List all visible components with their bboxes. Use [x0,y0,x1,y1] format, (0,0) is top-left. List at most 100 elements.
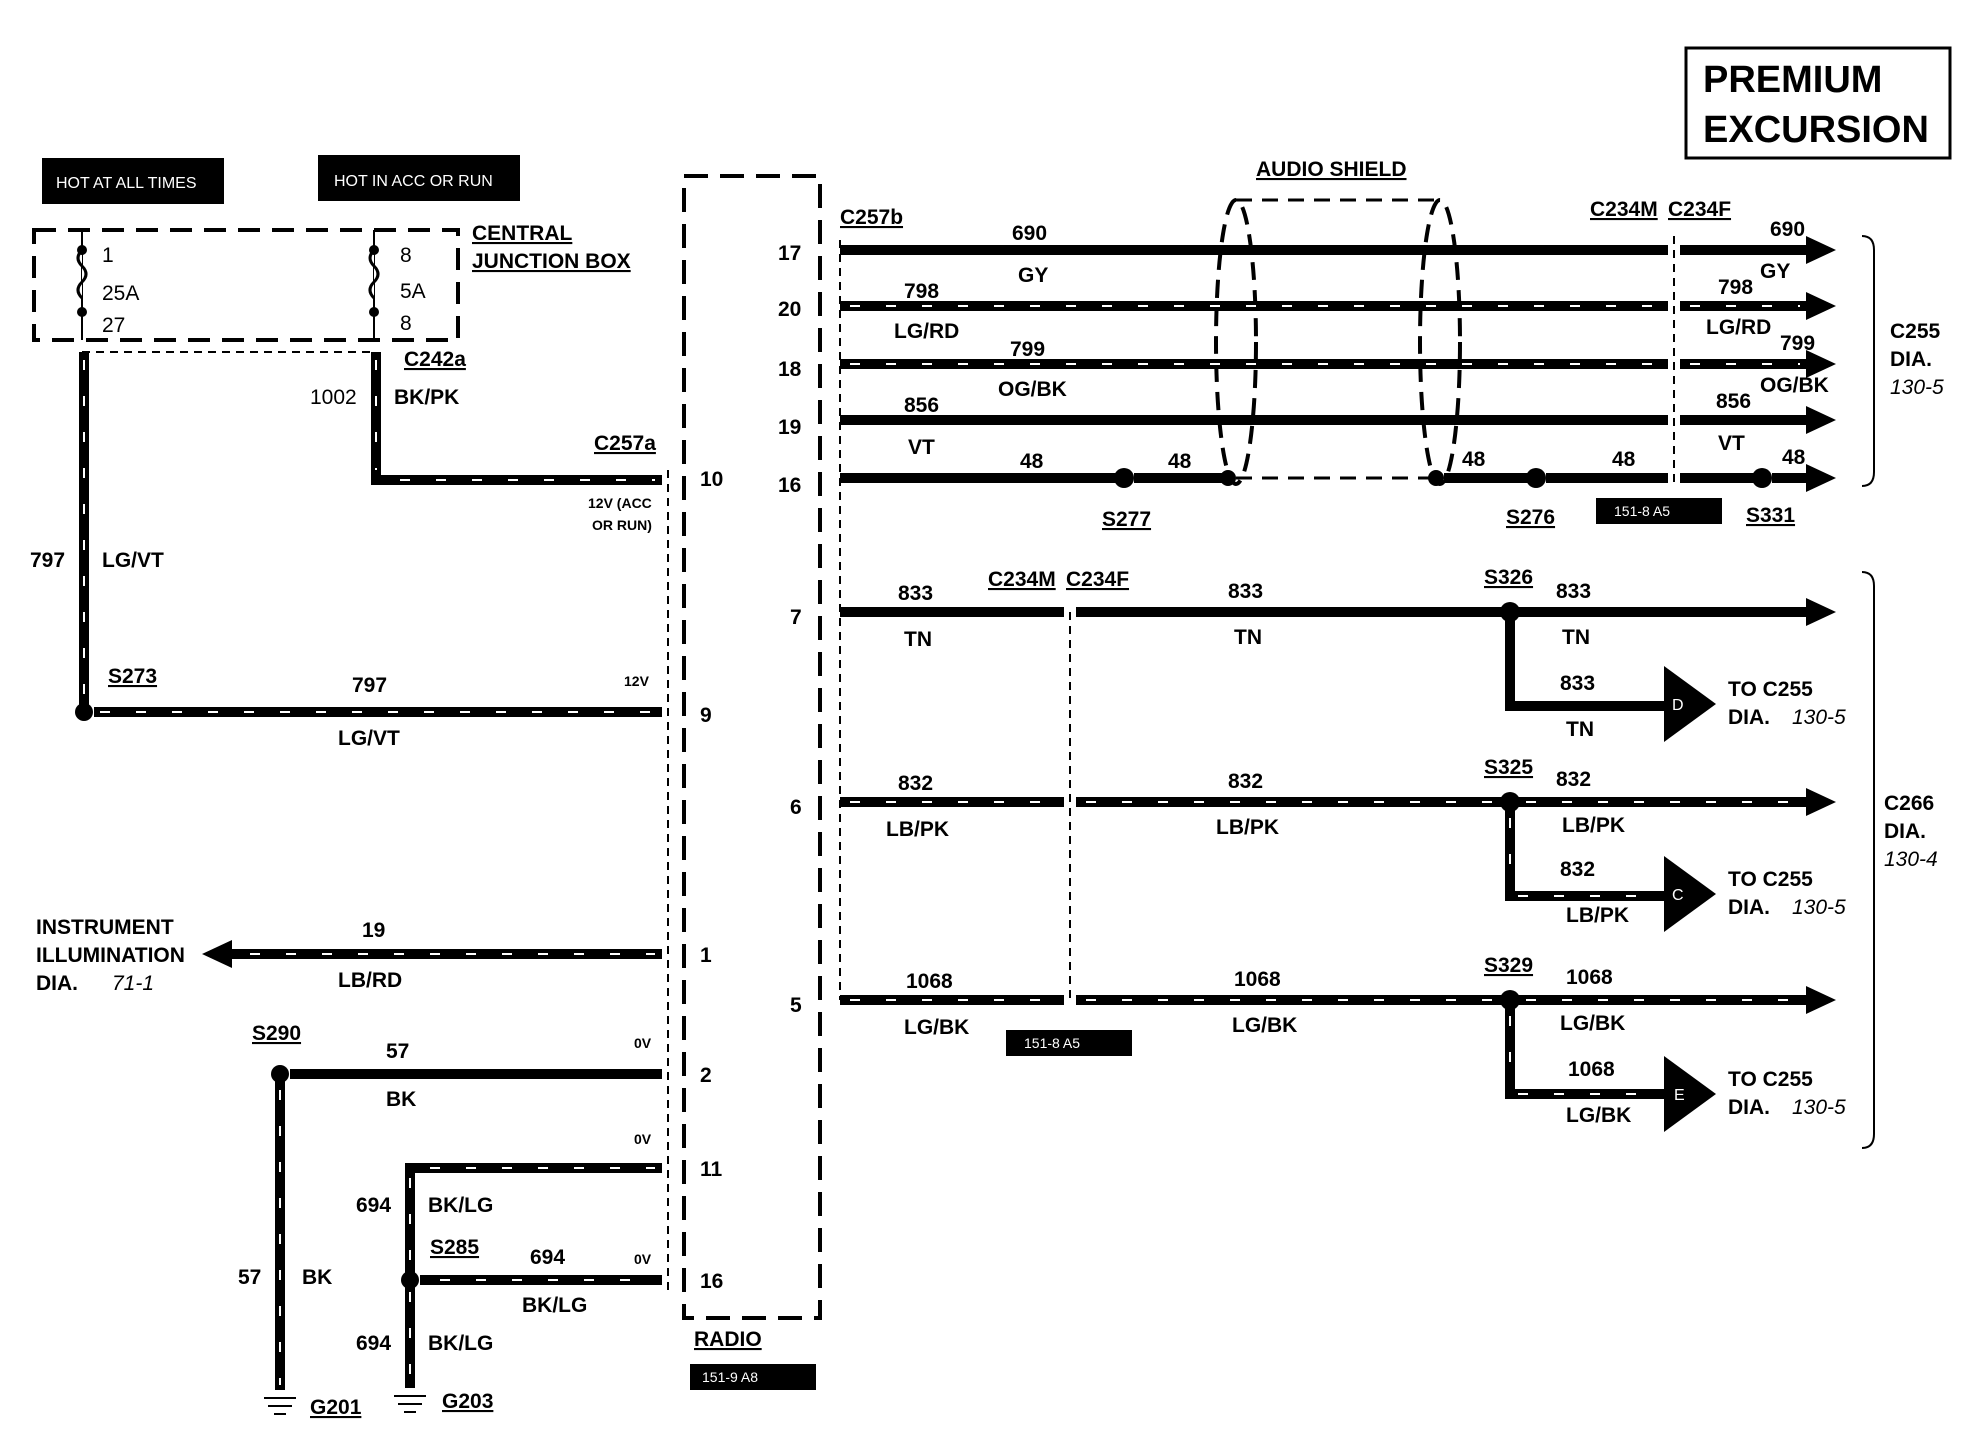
connector-c257b: C257b [840,206,903,229]
wire-48-num-2: 48 [1168,450,1192,473]
radio-pin-left-9: 9 [700,704,712,727]
wire-832-color-1: LB/PK [886,818,949,841]
wire-694-num-a: 694 [356,1194,391,1217]
c255-ref: 130-5 [1890,376,1944,399]
wire-57-num-v: 57 [238,1266,261,1289]
radio-pin-right-18: 18 [778,358,802,381]
c266-name: C266 [1884,792,1934,815]
wire-833-num-1: 833 [898,582,933,605]
ground-g201: G201 [310,1396,362,1419]
fuse2-pin-top: 8 [400,244,412,267]
wire-798 [840,292,1836,320]
audio-shield [1214,198,1462,486]
radio-pin-left-2: 2 [700,1064,712,1087]
splice-s285: S285 [430,1236,479,1259]
fuse2-rating: 5A [400,280,426,303]
voltage-0v-a: 0V [634,1035,652,1051]
illumination-line-3: DIA. [36,972,78,995]
to-d-line2: DIA. [1728,706,1770,729]
to-c-line1: TO C255 [1728,868,1813,891]
wire-799-color-r: OG/BK [1760,374,1829,397]
audio-shield-label: AUDIO SHIELD [1256,158,1407,181]
wire-1002 [371,352,662,485]
wire-799-num-r: 799 [1780,332,1815,355]
voltage-acc-run-2: OR RUN) [592,517,652,533]
hot-in-acc-or-run-label: HOT IN ACC OR RUN [334,173,493,190]
wire-1068-num-3: 1068 [1566,966,1613,989]
voltage-acc-run-1: 12V (ACC [588,495,652,511]
wire-48-num-4: 48 [1612,448,1636,471]
fuse1-pin-bottom: 27 [102,314,125,337]
to-e-letter: E [1674,1087,1685,1104]
fuse2-pin-bottom: 8 [400,312,412,335]
wire-690-num: 690 [1012,222,1047,245]
c266-ref: 130-4 [1884,848,1938,871]
wire-694 [401,1163,662,1388]
ref-box-a5-bottom: 151-8 A5 [1006,1030,1132,1056]
ref-a5-bottom: 151-8 A5 [1024,1035,1080,1051]
wire-1002-num: 1002 [310,386,357,409]
wire-833: D [840,598,1836,742]
wire-856-num: 856 [904,394,939,417]
wire-1068-num-4: 1068 [1568,1058,1615,1081]
wire-832-color-2: LB/PK [1216,816,1279,839]
radio-pin-right-17: 17 [778,242,801,265]
splice-s331: S331 [1746,504,1795,527]
wire-799-num: 799 [1010,338,1045,361]
wire-57-color-v: BK [302,1266,332,1289]
wire-690-color: GY [1018,264,1048,287]
wire-833-num-4: 833 [1560,672,1595,695]
illumination-ref: 71-1 [112,972,154,995]
wire-832-num-3: 832 [1556,768,1591,791]
wire-832-color-3: LB/PK [1562,814,1625,837]
to-d-ref: 130-5 [1792,706,1846,729]
to-e-line1: TO C255 [1728,1068,1813,1091]
wire-690 [840,236,1836,264]
radio-pin-right-19: 19 [778,416,801,439]
c255-bracket [1861,235,1875,487]
central-junction-box: 1 25A 27 8 5A 8 [32,228,460,353]
wire-694-color-c: BK/LG [428,1332,493,1355]
illumination-line-2: ILLUMINATION [36,944,185,967]
splice-s273: S273 [108,665,157,688]
power-header-all-times: HOT AT ALL TIMES [42,158,224,204]
splice-s277: S277 [1102,508,1151,531]
wire-798-num-r: 798 [1718,276,1753,299]
wire-19 [202,940,662,968]
wire-1068-num-2: 1068 [1234,968,1281,991]
title-line-1: PREMIUM [1703,59,1882,101]
wire-57-color-h: BK [386,1088,416,1111]
radio-pin-right-5: 5 [790,994,802,1017]
fuse1-pin-top: 1 [102,244,114,267]
splice-s290: S290 [252,1022,301,1045]
wire-833-color-1: TN [904,628,932,651]
to-e-ref: 130-5 [1792,1096,1846,1119]
wire-797-num-h: 797 [352,674,387,697]
ground-g201-icon [264,1397,296,1415]
wire-48-num-3: 48 [1462,448,1486,471]
wire-856-color-r: VT [1718,432,1745,455]
wire-798-num: 798 [904,280,939,303]
voltage-12v: 12V [624,673,650,689]
splice-s325: S325 [1484,756,1533,779]
radio-pin-right-20: 20 [778,298,801,321]
wire-694-color-b: BK/LG [522,1294,587,1317]
wire-832-num-2: 832 [1228,770,1263,793]
radio-pin-left-16: 16 [700,1270,723,1293]
fuse1-rating: 25A [102,282,139,305]
ground-g203-icon [394,1395,426,1413]
wire-799-color: OG/BK [998,378,1067,401]
to-d-line1: TO C255 [1728,678,1813,701]
wire-1068: E [840,986,1836,1132]
wire-833-color-3: TN [1562,626,1590,649]
cjb-label-1: CENTRAL [472,222,572,245]
wire-57-num-h: 57 [386,1040,409,1063]
radio-pin-left-10: 10 [700,468,723,491]
radio-ref: 151-9 A8 [702,1369,758,1385]
radio-pin-right-6: 6 [790,796,802,819]
title-line-2: EXCURSION [1703,109,1929,151]
wire-1068-color-4: LG/BK [1566,1104,1631,1127]
c266-bracket [1861,571,1875,1149]
wire-690-color-r: GY [1760,260,1790,283]
radio-pin-right-7: 7 [790,606,802,629]
